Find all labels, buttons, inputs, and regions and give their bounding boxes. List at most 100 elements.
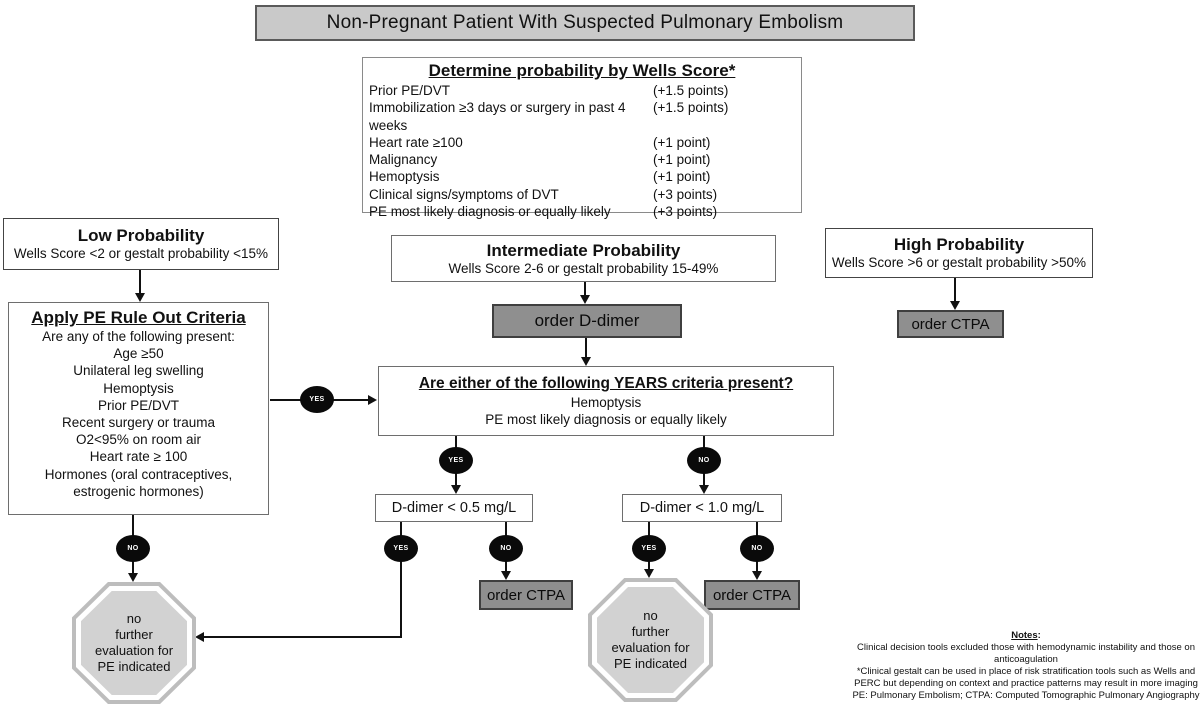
perc-criterion: Heart rate ≥ 100 <box>89 449 188 465</box>
stop-text: no further evaluation for PE indicated <box>81 591 187 695</box>
order-ctpa-box-left: order CTPA <box>479 580 573 610</box>
order-ddimer-box: order D-dimer <box>492 304 682 338</box>
wells-criterion: Clinical signs/symptoms of DVT <box>369 186 559 202</box>
perc-criterion: Hemoptysis <box>103 380 174 396</box>
notes-line: *Clinical gestalt can be used in place o… <box>854 666 1198 689</box>
wells-score-box: Determine probability by Wells Score* Pr… <box>362 57 802 219</box>
notes-title-text: Notes <box>1011 630 1038 641</box>
arrow-dd05-yes-vertical <box>400 522 402 638</box>
notes-line: Clinical decision tools excluded those w… <box>857 642 1195 665</box>
wells-criterion: Immobilization ≥3 days or surgery in pas… <box>369 100 626 133</box>
wells-points: (+3 points) <box>653 186 718 202</box>
arrow-dd05-no-to-ctpa-head <box>501 571 511 580</box>
notes-block: Notes: Clinical decision tools excluded … <box>852 630 1200 702</box>
perc-criterion: Recent surgery or trauma <box>61 415 216 431</box>
order-ddimer-label: order D-dimer <box>534 311 640 330</box>
stop-octagon-middle: no further evaluation for PE indicated <box>588 578 713 702</box>
badge-label: YES <box>448 457 464 464</box>
notes-title-colon: : <box>1037 630 1041 641</box>
arrow-perc-yes-head <box>368 395 377 405</box>
no-badge-dd05: NO <box>489 535 523 562</box>
wells-criterion: Prior PE/DVT <box>369 83 451 98</box>
arrow-dd05-yes-horizontal <box>204 636 402 638</box>
stop-line: PE indicated <box>97 659 171 674</box>
yes-badge-years-left: YES <box>439 447 473 474</box>
ddimer-05-label: D-dimer < 0.5 mg/L <box>391 500 517 516</box>
stop-line: further <box>631 624 670 639</box>
stop-line: evaluation for <box>611 640 690 655</box>
stop-octagon-left: no further evaluation for PE indicated <box>72 582 196 704</box>
wells-row: Prior PE/DVT (+1.5 points) <box>369 82 795 99</box>
years-criteria-box: Are either of the following YEARS criter… <box>378 366 834 436</box>
arrow-ddimer-to-years-head <box>581 357 591 366</box>
stop-text: no further evaluation for PE indicated <box>597 587 704 693</box>
badge-label: NO <box>500 545 512 552</box>
stop-line: no <box>126 611 142 626</box>
arrow-years-yes-head <box>451 485 461 494</box>
wells-criterion: Hemoptysis <box>369 169 440 185</box>
title-banner: Non-Pregnant Patient With Suspected Pulm… <box>255 5 915 41</box>
order-ctpa-label: order CTPA <box>486 586 566 604</box>
wells-row: Immobilization ≥3 days or surgery in pas… <box>369 99 795 134</box>
arrow-perc-no-head <box>128 573 138 582</box>
wells-title: Determine probability by Wells Score* <box>428 61 736 80</box>
badge-label: YES <box>393 545 409 552</box>
perc-criterion: Unilateral leg swelling <box>73 363 204 379</box>
pe-rule-out-box: Apply PE Rule Out Criteria Are any of th… <box>8 302 269 515</box>
years-title: Are either of the following YEARS criter… <box>418 375 794 392</box>
page-title: Non-Pregnant Patient With Suspected Pulm… <box>326 12 844 33</box>
perc-criterion: O2<95% on room air <box>76 432 201 448</box>
low-probability-title: Low Probability <box>77 226 205 245</box>
perc-criterion: Hormones (oral contraceptives, estrogeni… <box>44 466 233 499</box>
notes-title: Notes: <box>852 630 1200 642</box>
low-probability-box: Low Probability Wells Score <2 or gestal… <box>3 218 279 270</box>
perc-intro: Are any of the following present: <box>42 329 235 344</box>
low-probability-subtitle: Wells Score <2 or gestalt probability <1… <box>13 246 269 261</box>
order-ctpa-label: order CTPA <box>712 586 792 604</box>
order-ctpa-box-high: order CTPA <box>897 310 1004 338</box>
yes-badge-perc-to-years: YES <box>300 386 334 413</box>
wells-criterion: Heart rate ≥100 <box>369 134 463 150</box>
arrow-years-no-head <box>699 485 709 494</box>
intermediate-probability-box: Intermediate Probability Wells Score 2-6… <box>391 235 776 282</box>
years-criterion: Hemoptysis <box>570 395 642 410</box>
stop-line: PE indicated <box>614 656 687 671</box>
order-ctpa-box-right: order CTPA <box>704 580 800 610</box>
wells-points: (+1.5 points) <box>653 100 729 116</box>
badge-label: YES <box>309 396 325 403</box>
wells-row: PE most likely diagnosis or equally like… <box>369 203 795 220</box>
wells-row: Hemoptysis (+1 point) <box>369 168 795 185</box>
arrow-dd05-yes-head <box>195 632 204 642</box>
no-badge-perc: NO <box>116 535 150 562</box>
yes-badge-dd05: YES <box>384 535 418 562</box>
stop-line: evaluation for <box>94 643 174 658</box>
arrow-dd10-no-to-ctpa-head <box>752 571 762 580</box>
wells-criterion: Malignancy <box>369 152 438 168</box>
badge-label: NO <box>127 545 139 552</box>
stop-line: no <box>643 608 658 623</box>
arrow-high-to-ctpa <box>954 278 956 302</box>
notes-line: PE: Pulmonary Embolism; CTPA: Computed T… <box>852 690 1200 701</box>
high-probability-title: High Probability <box>893 235 1025 254</box>
yes-badge-dd10: YES <box>632 535 666 562</box>
arrow-low-to-perc-head <box>135 293 145 302</box>
wells-row: Malignancy (+1 point) <box>369 151 795 168</box>
wells-criterion: PE most likely diagnosis or equally like… <box>369 204 611 220</box>
high-probability-subtitle: Wells Score >6 or gestalt probability >5… <box>831 255 1087 270</box>
wells-row: Clinical signs/symptoms of DVT (+3 point… <box>369 186 795 203</box>
badge-label: NO <box>698 457 710 464</box>
intermediate-probability-subtitle: Wells Score 2-6 or gestalt probability 1… <box>448 260 719 276</box>
wells-points: (+1 point) <box>653 169 711 185</box>
ddimer-10-label: D-dimer < 1.0 mg/L <box>639 500 765 516</box>
ddimer-10-box: D-dimer < 1.0 mg/L <box>622 494 782 522</box>
no-badge-years-right: NO <box>687 447 721 474</box>
wells-points: (+1.5 points) <box>653 83 729 98</box>
badge-label: NO <box>751 545 763 552</box>
wells-points: (+1 point) <box>653 134 711 150</box>
badge-label: YES <box>641 545 657 552</box>
wells-points: (+1 point) <box>653 152 711 168</box>
intermediate-probability-title: Intermediate Probability <box>486 240 681 260</box>
perc-criterion: Prior PE/DVT <box>97 397 179 413</box>
ddimer-05-box: D-dimer < 0.5 mg/L <box>375 494 533 522</box>
